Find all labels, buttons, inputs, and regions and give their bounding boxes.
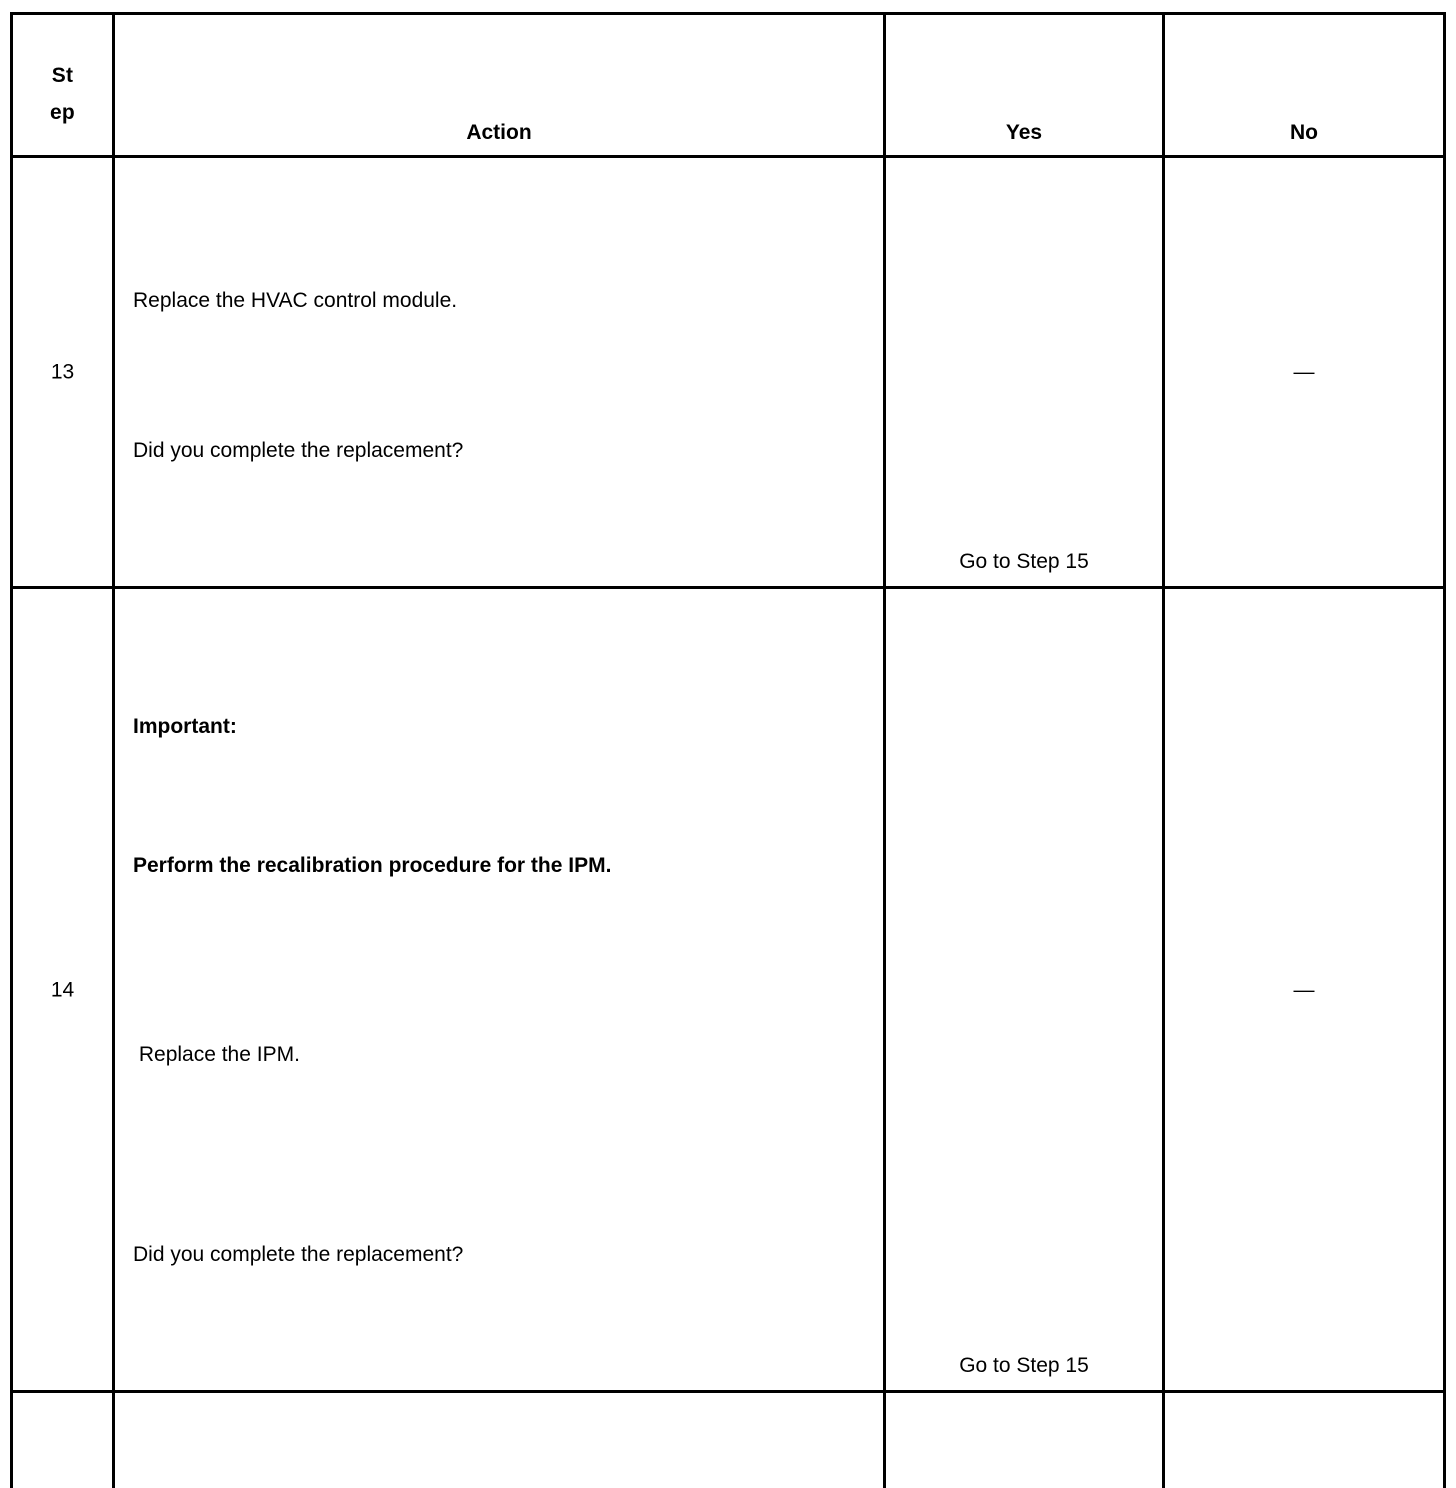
step-number: 14 — [13, 977, 112, 1002]
diagnostic-table-page: St ep Action Yes No 13 — [0, 0, 1456, 744]
header-cell-action: Action — [114, 14, 885, 157]
action-text: Important: Perform the recalibration pro… — [115, 589, 883, 1390]
action-text: Replace the HVAC control module. Did you… — [115, 158, 883, 586]
header-cell-step: St ep — [12, 14, 114, 157]
column-header-step-line1: St — [13, 57, 112, 94]
step-number: 13 — [13, 360, 112, 385]
action-text: Operate the system in order to verify th… — [115, 1393, 883, 1488]
step-cell: 15 — [12, 1392, 114, 1488]
action-cell: Operate the system in order to verify th… — [114, 1392, 885, 1488]
column-header-step: St ep — [13, 57, 112, 131]
table-header-row: St ep Action Yes No — [12, 14, 1445, 157]
step-cell: 13 — [12, 157, 114, 588]
column-header-no: No — [1165, 120, 1443, 145]
table-row: 14 Important: Perform the recalibration … — [12, 588, 1445, 1392]
yes-branch-label: Go to Step 15 — [886, 1353, 1162, 1378]
diagnostic-procedure-table: St ep Action Yes No 13 — [10, 12, 1446, 1488]
step-cell: 14 — [12, 588, 114, 1392]
yes-cell: Go to Step 15 — [885, 588, 1164, 1392]
yes-cell: System OK — [885, 1392, 1164, 1488]
no-cell: — — [1164, 588, 1445, 1392]
action-cell: Important: Perform the recalibration pro… — [114, 588, 885, 1392]
action-line: Replace the HVAC control module. — [133, 276, 869, 326]
action-line-important-heading: Important: — [133, 707, 869, 746]
action-line-important-body: Perform the recalibration procedure for … — [133, 846, 869, 885]
no-cell: Go to Step 3 — [1164, 1392, 1445, 1488]
action-line: Did you complete the replacement? — [133, 426, 869, 476]
yes-branch-label: Go to Step 15 — [886, 549, 1162, 574]
column-header-step-line2: ep — [13, 94, 112, 131]
table-row: 15 Operate the system in order to verify… — [12, 1392, 1445, 1488]
action-cell: Replace the HVAC control module. Did you… — [114, 157, 885, 588]
no-branch-label: — — [1165, 360, 1443, 385]
action-line: Replace the IPM. — [133, 1030, 869, 1080]
column-header-action: Action — [115, 120, 883, 145]
header-cell-no: No — [1164, 14, 1445, 157]
no-cell: — — [1164, 157, 1445, 588]
header-cell-yes: Yes — [885, 14, 1164, 157]
yes-cell: Go to Step 15 — [885, 157, 1164, 588]
no-branch-label: — — [1165, 977, 1443, 1002]
action-line: Did you complete the replacement? — [133, 1230, 869, 1280]
column-header-yes: Yes — [886, 120, 1162, 145]
table-row: 13 Replace the HVAC control module. Did … — [12, 157, 1445, 588]
